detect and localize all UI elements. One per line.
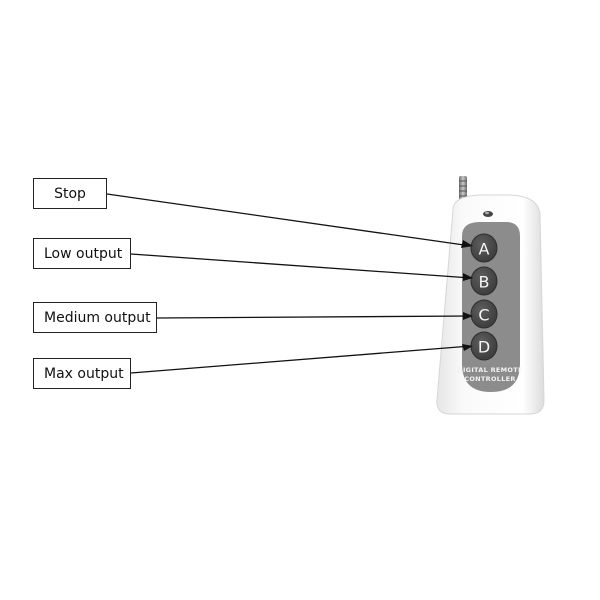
- callout-medium-output-label: Medium output: [44, 309, 151, 326]
- callout-low-output-label: Low output: [44, 245, 123, 262]
- callout-low-output: Low output: [33, 238, 131, 269]
- callout-stop: Stop: [33, 178, 107, 209]
- arrowhead-low: [463, 273, 473, 281]
- arrowhead-medium: [463, 312, 473, 320]
- arrowhead-stop: [461, 240, 473, 248]
- brand-line-2: CONTROLLER: [464, 375, 515, 383]
- callout-stop-label: Stop: [54, 185, 86, 202]
- button-c-label: C: [478, 306, 489, 325]
- button-d[interactable]: D: [470, 331, 498, 361]
- button-c[interactable]: C: [470, 299, 498, 329]
- leader-line-stop: [106, 193, 472, 247]
- button-a[interactable]: A: [470, 233, 498, 263]
- callout-max-output-label: Max output: [44, 365, 124, 382]
- leader-line-max: [130, 345, 472, 374]
- leader-line-medium: [156, 315, 472, 319]
- brand-line-1: DIGITAL REMOTE: [457, 366, 522, 374]
- button-b[interactable]: B: [470, 266, 498, 296]
- button-a-label: A: [479, 240, 490, 259]
- button-b-label: B: [479, 273, 490, 292]
- arrowhead-max: [462, 344, 473, 351]
- callout-max-output: Max output: [33, 358, 131, 389]
- callout-medium-output: Medium output: [33, 302, 157, 333]
- leader-line-low: [130, 253, 472, 279]
- button-d-label: D: [478, 338, 490, 357]
